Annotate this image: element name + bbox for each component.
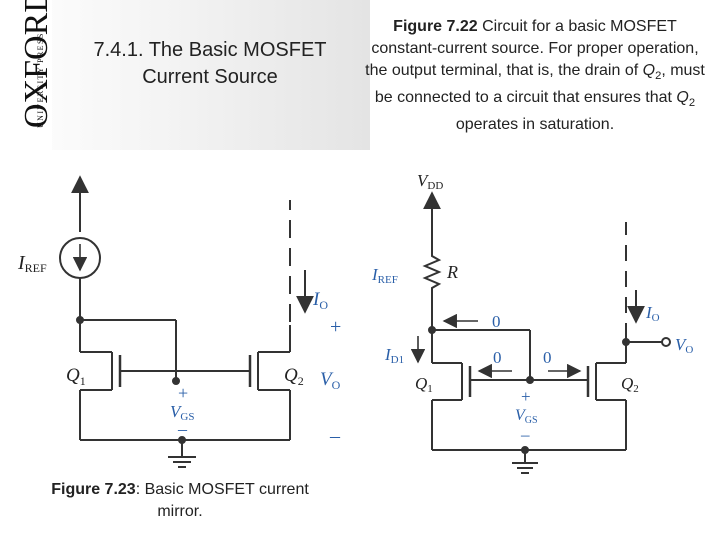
right-zero-mid-left: 0 xyxy=(493,348,502,367)
right-zero-top: 0 xyxy=(492,312,501,331)
left-q2-label: Q2 xyxy=(284,365,304,388)
left-vgs-label: VGS xyxy=(170,402,194,423)
left-q1-label: Q1 xyxy=(66,365,86,388)
caption-text-2: , must be connected to a circuit that en… xyxy=(374,62,705,107)
left-circuit-labels: IREF Q1 Q2 IO + VO – + VGS – xyxy=(17,252,341,447)
logo-band xyxy=(0,0,370,150)
right-q2-transistor xyxy=(586,362,626,401)
oxford-logo: OXFORD UNIVERSITY PRESS xyxy=(0,0,55,150)
right-circuit-labels: VDD R IREF 0 ID1 0 0 Q1 Q2 IO VO + VGS – xyxy=(371,171,693,444)
left-minus-right: – xyxy=(329,425,341,447)
right-gate-node xyxy=(526,376,534,384)
right-zero-mid-right: 0 xyxy=(543,348,552,367)
right-plus-gate: + xyxy=(521,387,531,406)
figure-caption-7-23: Figure 7.23: Basic MOSFET current mirror… xyxy=(30,479,330,523)
right-vo-label: VO xyxy=(675,335,693,356)
right-r-label: R xyxy=(446,262,458,282)
right-vgs-label: VGS xyxy=(515,407,538,426)
left-q1-transistor xyxy=(80,351,122,391)
left-plus-gate: + xyxy=(178,383,188,403)
left-io-label: IO xyxy=(312,289,328,312)
right-ground-icon xyxy=(512,462,538,474)
caption-text-3: operates in saturation. xyxy=(455,116,615,134)
left-minus-gate: – xyxy=(177,419,188,439)
left-circuit xyxy=(59,175,314,468)
left-vo-label: VO xyxy=(320,369,341,392)
right-id1-label: ID1 xyxy=(384,345,404,366)
right-q1-label: Q1 xyxy=(415,374,433,395)
caption-text-1: Circuit for a basic MOSFET constant-curr… xyxy=(365,18,699,79)
left-q2-transistor xyxy=(248,351,290,391)
left-iref-label: IREF xyxy=(17,252,47,275)
left-ground-icon xyxy=(168,456,196,468)
caption-left-label: Figure 7.23 xyxy=(51,481,136,498)
right-q1-transistor xyxy=(432,362,472,401)
right-minus-gate: – xyxy=(520,425,530,444)
right-q2-label: Q2 xyxy=(621,374,639,395)
figure-caption-7-22: Figure 7.22 Circuit for a basic MOSFET c… xyxy=(365,16,705,136)
right-iref-label: IREF xyxy=(371,265,398,286)
caption-q-letter: Q xyxy=(642,62,656,79)
caption-left-text: : Basic MOSFET current mirror. xyxy=(135,481,309,520)
right-vdd-label: VDD xyxy=(417,171,443,192)
right-vo-terminal xyxy=(661,337,671,347)
caption-q-sub: 2 xyxy=(655,70,662,83)
right-io-label: IO xyxy=(645,303,660,324)
caption-label: Figure 7.22 xyxy=(393,18,478,35)
right-circuit xyxy=(410,191,671,474)
caption-q2-letter: Q xyxy=(676,89,689,107)
right-resistor xyxy=(422,252,442,292)
left-plus-right: + xyxy=(330,316,341,338)
caption-q2-sub: 2 xyxy=(688,97,696,110)
section-title: 7.4.1. The Basic MOSFET Current Source xyxy=(93,39,327,88)
